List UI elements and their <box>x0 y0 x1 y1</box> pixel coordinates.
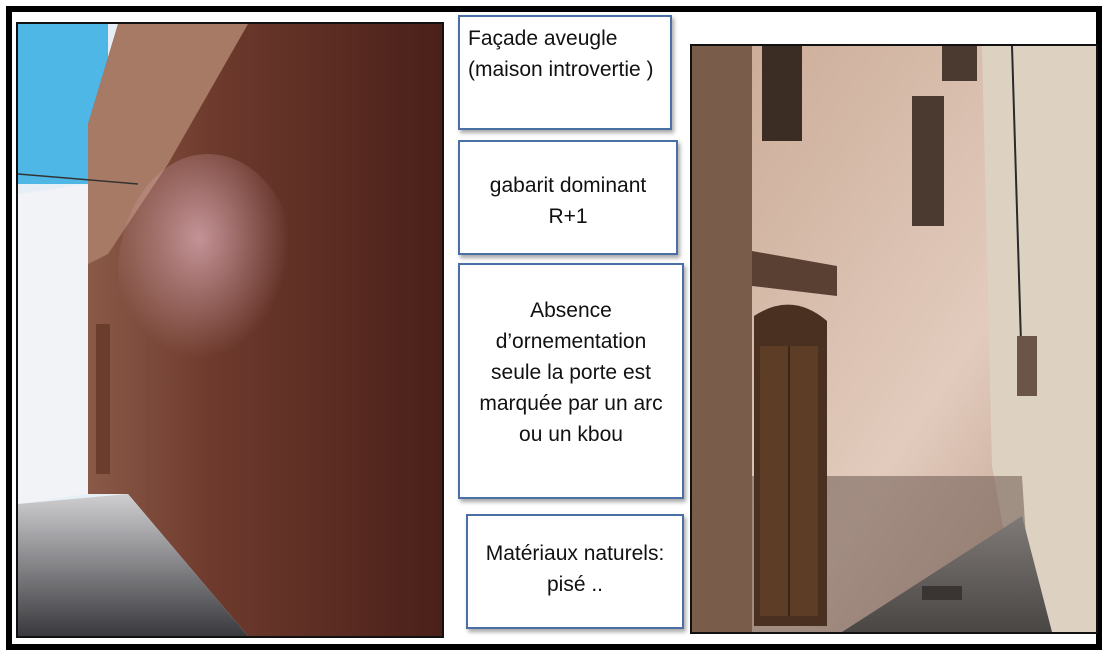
caption-materiaux: Matériaux naturels: pisé .. <box>466 514 684 629</box>
left-photo <box>16 22 444 638</box>
caption-materiaux-text: Matériaux naturels: pisé .. <box>485 542 665 596</box>
blind-wall-photo <box>18 24 442 636</box>
right-photo <box>690 44 1098 634</box>
caption-ornementation-text: Absence d’ornementation seule la porte e… <box>479 299 663 446</box>
alley-door-photo <box>692 46 1096 632</box>
caption-facade-text: Façade aveugle (maison introvertie ) <box>468 27 654 81</box>
caption-gabarit-text: gabarit dominant R+1 <box>489 174 647 228</box>
caption-facade: Façade aveugle (maison introvertie ) <box>458 15 672 130</box>
caption-ornementation: Absence d’ornementation seule la porte e… <box>458 263 684 499</box>
caption-gabarit: gabarit dominant R+1 <box>458 140 678 255</box>
